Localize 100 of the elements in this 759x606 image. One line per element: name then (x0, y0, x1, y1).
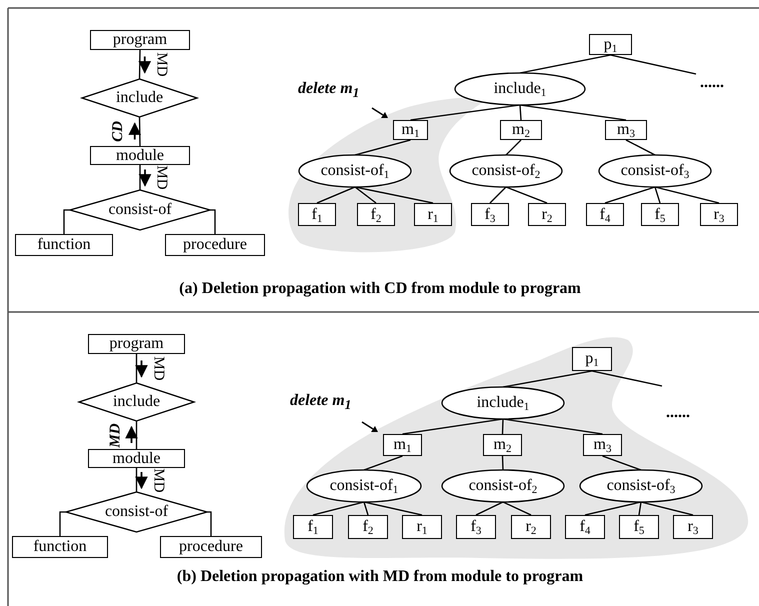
node-label: program (109, 336, 164, 352)
entity-box (88, 334, 185, 354)
node-label: f$_{3}$ (484, 206, 496, 222)
entity-box (12, 536, 108, 558)
entity-box (528, 203, 566, 226)
node-label: f$_{4}$ (580, 519, 590, 535)
entity-box (357, 203, 395, 226)
node-label: procedure (179, 539, 243, 555)
connector-line (604, 186, 656, 204)
instance-ellipse (455, 73, 585, 105)
connector-line (354, 139, 411, 156)
edge-label: MD (108, 422, 124, 448)
entity-box (414, 203, 452, 226)
connector-line (502, 456, 504, 470)
edge-label: MD (150, 468, 166, 492)
node-label: f$_{3}$ (470, 519, 482, 535)
ellipsis-text: ...... (662, 404, 694, 422)
connector-line (364, 455, 403, 471)
node-label: consist-of$_{3}$ (606, 478, 676, 494)
node-label: r$_{3}$ (714, 206, 724, 222)
node-label: p$_{1}$ (604, 36, 618, 52)
node-label: consist-of$_{2}$ (468, 478, 538, 494)
connector-line (502, 501, 532, 516)
entity-box (583, 434, 622, 456)
connector-line (312, 501, 364, 516)
connector-with-side-arrow (138, 165, 152, 190)
connector-line (490, 186, 506, 204)
connector-line (506, 186, 548, 204)
entity-box (348, 515, 388, 539)
node-label: consist-of$_{2}$ (472, 163, 540, 179)
node-label: r$_{2}$ (542, 206, 552, 222)
node-label: r$_{3}$ (688, 519, 698, 535)
entity-box (293, 515, 333, 539)
node-label: consist-of$_{1}$ (320, 163, 390, 179)
connector-line (638, 502, 642, 516)
instance-ellipse (450, 155, 562, 187)
node-label: consist-of$_{1}$ (330, 478, 398, 494)
node-label: program (112, 32, 168, 48)
node-label: m$_{2}$ (512, 122, 530, 138)
node-label: f$_{2}$ (370, 206, 382, 222)
connector-line (592, 370, 662, 387)
instance-ellipse (442, 470, 564, 502)
node-label: module (116, 148, 164, 164)
connector-line (626, 139, 656, 156)
connector-line (402, 418, 504, 435)
node-label: r$_{1}$ (428, 206, 438, 222)
entity-box (90, 30, 190, 50)
ellipsis-text: ...... (696, 74, 728, 92)
connector-line (610, 54, 696, 75)
entity-box (700, 203, 738, 226)
entity-box (483, 434, 522, 456)
node-label: consist-of (108, 202, 172, 218)
connector-line (584, 501, 642, 516)
edge-label: MD (153, 52, 168, 77)
entity-box (165, 234, 265, 256)
node-label: f$_{1}$ (312, 206, 322, 222)
node-label: module (112, 450, 160, 466)
entity-box (90, 146, 190, 165)
entity-box (393, 120, 428, 140)
connector-with-side-arrow (135, 354, 148, 383)
node-label: f$_{1}$ (308, 519, 318, 535)
node-label: include$_{1}$ (494, 81, 546, 97)
connector-with-side-arrow (125, 421, 138, 449)
node-label: r$_{2}$ (526, 519, 536, 535)
connector-line (354, 186, 376, 204)
connector-line (602, 455, 642, 471)
connector-line (640, 501, 694, 516)
entity-box (586, 203, 624, 226)
node-label: m$_{3}$ (617, 122, 635, 138)
connector-with-side-arrow (138, 50, 152, 80)
connector-with-side-arrow (128, 116, 142, 146)
instance-ellipse (307, 470, 421, 502)
node-label: function (33, 539, 87, 555)
node-label: m$_{3}$ (594, 437, 612, 453)
instance-ellipse (442, 387, 564, 419)
edge-label: CD (111, 121, 126, 142)
connector-line (210, 209, 216, 234)
connector-line (519, 104, 522, 120)
connector-line (520, 54, 611, 74)
entity-box (565, 515, 605, 539)
relationship-diamond (70, 190, 210, 230)
edge-label: MD (150, 356, 166, 381)
entity-box (500, 120, 542, 140)
edge-label: MD (154, 165, 169, 190)
connector-line (520, 104, 626, 121)
connector-line (207, 511, 212, 536)
connector-line (363, 502, 369, 516)
entity-box (456, 515, 496, 539)
node-label: m$_{1}$ (394, 437, 412, 453)
figure-caption: (a) Deletion propagation with CD from module to program (179, 280, 581, 298)
entity-box (605, 120, 647, 140)
node-label: p$_{1}$ (585, 351, 599, 367)
node-label: f$_{4}$ (600, 206, 610, 222)
entity-box (511, 515, 551, 539)
node-label: include$_{1}$ (476, 395, 530, 411)
entity-box (641, 203, 679, 226)
connector-line (654, 186, 661, 204)
connector-with-side-arrow (135, 468, 148, 492)
connector-line (506, 140, 522, 156)
entity-box (471, 203, 509, 226)
